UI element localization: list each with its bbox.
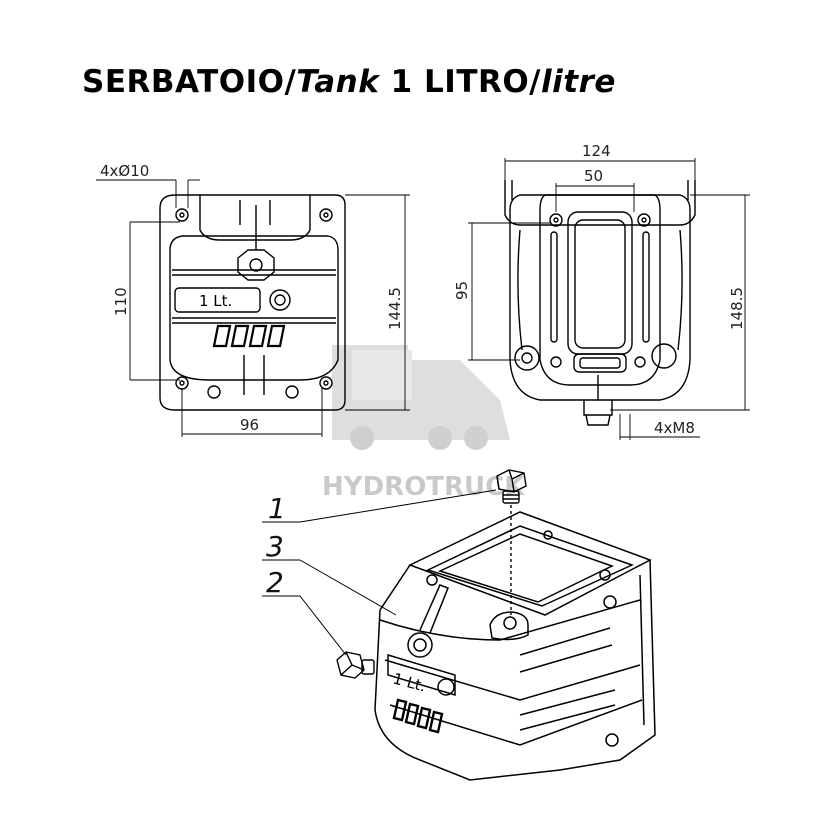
front-view-dimensions bbox=[96, 179, 410, 437]
iso-capacity-label: 1 Lt. bbox=[391, 669, 428, 695]
side-view bbox=[504, 180, 696, 426]
callout-1: 1 bbox=[268, 492, 286, 525]
watermark-truck-logo bbox=[332, 345, 510, 450]
page-title: SERBATOIO/Tank 1 LITRO/litre bbox=[82, 64, 616, 100]
thread-dimension: 4xM8 bbox=[654, 419, 695, 437]
height-148-5-dimension: 148.5 bbox=[728, 287, 746, 330]
holes-dimension: 4xØ10 bbox=[100, 162, 149, 180]
plug-part-1 bbox=[496, 469, 527, 615]
watermark-text: HYDROTRUCK bbox=[322, 472, 525, 502]
capacity-label: 1 Lt. bbox=[199, 292, 232, 310]
width-124-dimension: 124 bbox=[582, 142, 611, 160]
callout-lines bbox=[262, 489, 497, 656]
width-50-dimension: 50 bbox=[584, 167, 603, 185]
callout-3: 3 bbox=[266, 530, 284, 563]
isometric-tank bbox=[374, 511, 656, 781]
height-144-5-dimension: 144.5 bbox=[386, 287, 404, 330]
width-96-dimension: 96 bbox=[240, 416, 259, 434]
height-95-dimension: 95 bbox=[453, 281, 471, 300]
callout-2: 2 bbox=[266, 566, 284, 599]
front-view bbox=[159, 194, 346, 411]
height-110-dimension: 110 bbox=[112, 287, 130, 316]
plug-part-2 bbox=[336, 651, 375, 679]
side-view-dimensions bbox=[468, 158, 750, 440]
